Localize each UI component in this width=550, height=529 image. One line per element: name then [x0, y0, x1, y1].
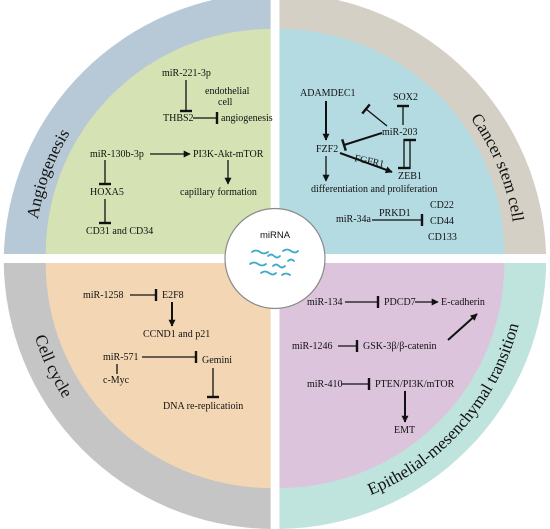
node-pi3k-akt: PI3K-Akt-mTOR [193, 149, 264, 160]
node-hoxa5: HOXA5 [90, 187, 124, 198]
center-label: miRNA [260, 230, 291, 241]
cancer-stem-cell-pathways: ADAMDEC1 SOX2 miR-203 FZF2 FGFR1 ZEB1 di… [300, 88, 457, 243]
node-mir134: miR-134 [307, 297, 343, 308]
node-mir34a: miR-34a [336, 214, 372, 225]
node-zeb1: ZEB1 [398, 171, 422, 182]
node-ccnd1: CCND1 and p21 [143, 329, 210, 340]
inhibit-mir203-adamdec1 [361, 103, 388, 127]
cell-cycle-inner-sector [45, 263, 271, 488]
arrow-gsk-ecadherin [447, 313, 478, 341]
node-mir410: miR-410 [307, 379, 343, 390]
node-differentiation: differentiation and proliferation [311, 184, 437, 195]
node-cd31-cd34: CD31 and CD34 [86, 226, 153, 237]
node-emt: EMT [394, 425, 415, 436]
node-adamdec1: ADAMDEC1 [300, 88, 356, 99]
node-e2f8: E2F8 [162, 290, 184, 301]
angiogenesis-inner-sector [45, 29, 271, 254]
node-prkd1: PRKD1 [379, 208, 411, 219]
node-mir1258: miR-1258 [83, 290, 124, 301]
node-fzf2: FZF2 [316, 144, 338, 155]
node-mir221: miR-221-3p [162, 68, 211, 79]
node-endothelial-line2: cell [218, 97, 233, 108]
node-cd133: CD133 [428, 232, 457, 243]
node-sox2: SOX2 [393, 92, 418, 103]
cell-cycle-pathways: miR-1258 E2F8 CCND1 and p21 miR-571 Gemi… [83, 289, 243, 412]
node-cmyc: c-Myc [103, 375, 130, 386]
emt-pathways: miR-134 PDCD7 E-cadherin miR-1246 GSK-3β… [292, 296, 485, 436]
emt-inner-sector [279, 263, 505, 488]
node-mir1246: miR-1246 [292, 341, 333, 352]
node-dna-rereplication: DNA re-replicatioin [163, 401, 243, 412]
node-thbs2: THBS2 [163, 113, 194, 124]
node-cd22: CD22 [430, 200, 454, 211]
node-pdcd7: PDCD7 [384, 297, 416, 308]
node-pten: PTEN/PI3K/mTOR [375, 379, 455, 390]
node-ecadherin: E-cadherin [441, 297, 485, 308]
cancer-stem-cell-inner-sector [279, 29, 505, 254]
node-mir571: miR-571 [103, 352, 139, 363]
node-mir203: miR-203 [382, 127, 418, 138]
node-mir130: miR-130b-3p [90, 149, 144, 160]
node-gemini: Gemini [202, 355, 232, 366]
node-cd44: CD44 [430, 216, 454, 227]
node-gsk3b: GSK-3β/β-catenin [363, 341, 437, 352]
node-capillary: capillary formation [180, 187, 257, 198]
center-circle [224, 207, 326, 310]
node-endothelial-line1: endothelial [205, 86, 250, 97]
arrow-fzf2-zeb1 [339, 152, 393, 174]
angiogenesis-pathways: miR-221-3p endothelial cell THBS2 angiog… [86, 68, 273, 237]
inhibit-mir203-fzf2 [341, 132, 383, 152]
node-angiogenesis: angiogenesis [221, 113, 273, 124]
mirna-strands-icon [249, 248, 299, 276]
